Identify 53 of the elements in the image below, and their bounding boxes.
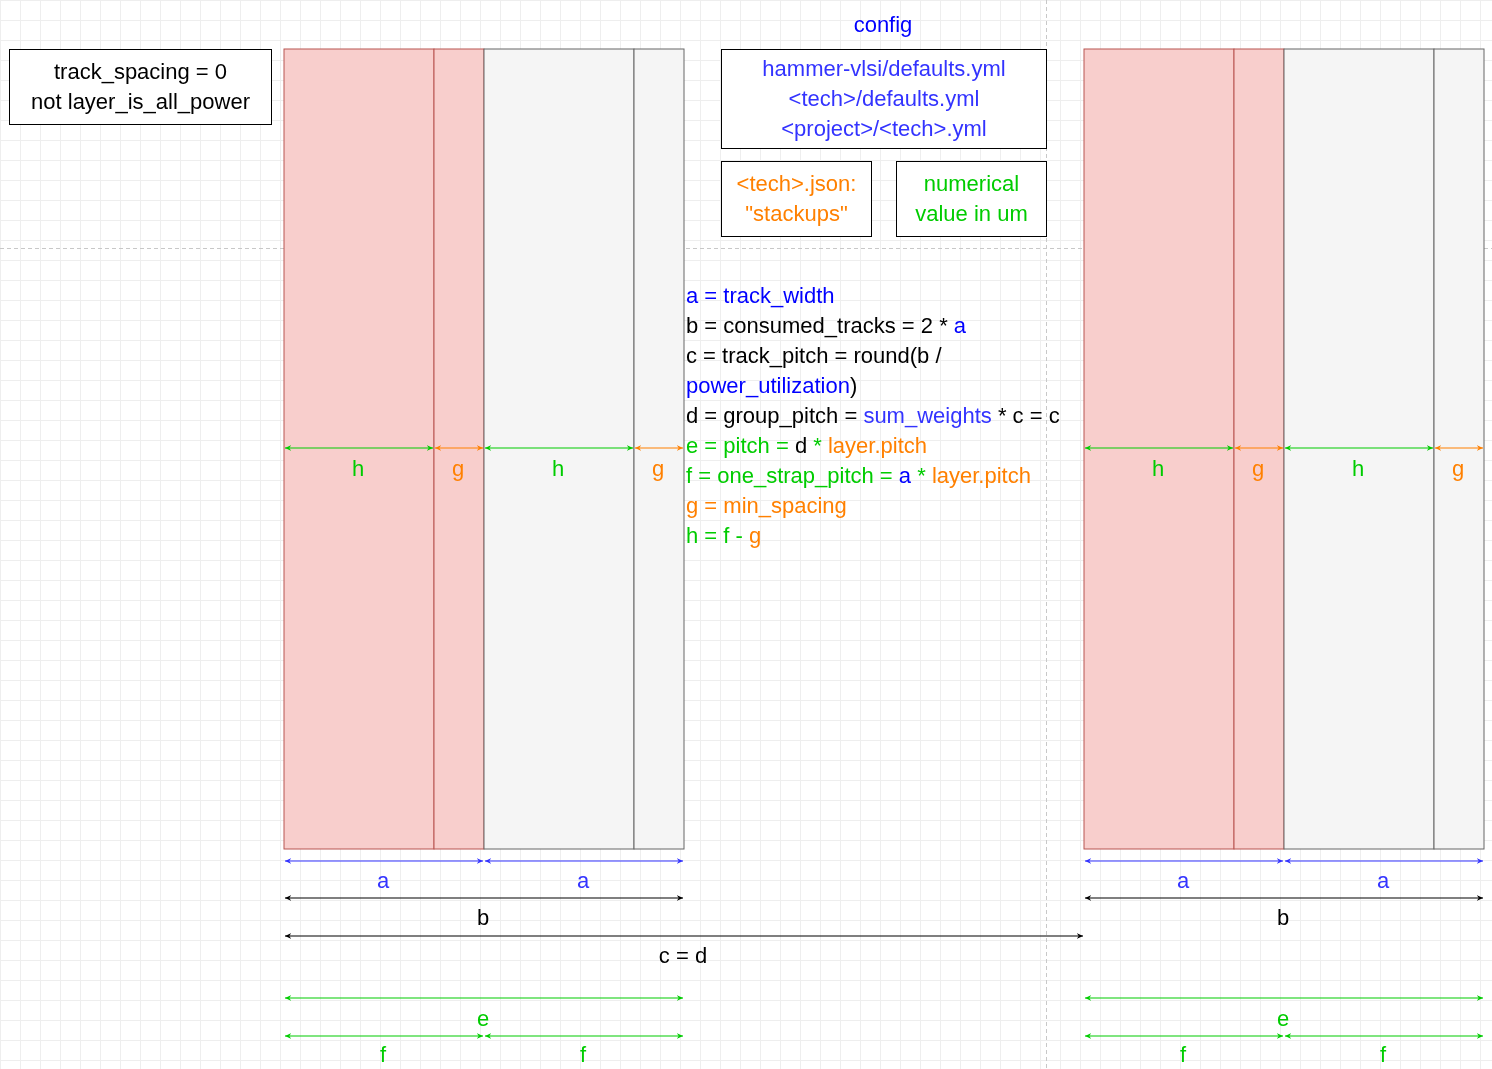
- config-source-box: [721, 49, 1047, 149]
- dimension-label: h: [551, 457, 565, 481]
- formula-text: power_utilization: [686, 373, 850, 398]
- dimension-label: a: [376, 869, 390, 893]
- formula-text: layer.pitch: [827, 433, 927, 458]
- formula-text: ): [849, 373, 858, 398]
- formula-text: b = consumed_tracks = 2 *: [686, 313, 948, 338]
- box-text: hammer-vlsi/defaults.yml: [762, 55, 1006, 83]
- dimension-label: h: [1151, 457, 1165, 481]
- box-text: <tech>.json: "stackups": [735, 170, 858, 228]
- box-text: <project>/<tech>.yml: [781, 115, 987, 143]
- formula-text: d = group_pitch =: [686, 403, 858, 428]
- box-text: not layer_is_all_power: [31, 88, 250, 116]
- dimension-label: e: [476, 1007, 490, 1031]
- formula-text: layer.pitch: [931, 463, 1031, 488]
- dimension-label: f: [579, 1043, 587, 1067]
- formula-text: f = one_strap_pitch =: [686, 463, 893, 488]
- box-text: track_spacing = 0: [53, 58, 227, 86]
- formula-text: a: [953, 313, 967, 338]
- dimension-label: f: [1179, 1043, 1187, 1067]
- dimension-label: g: [1451, 457, 1465, 481]
- dimension-label: b: [1276, 906, 1290, 930]
- box-text: <tech>/defaults.yml: [788, 85, 980, 113]
- box-text: numerical value in um: [914, 170, 1029, 228]
- formula-text: g = min_spacing: [686, 493, 847, 518]
- formula-text: d: [794, 433, 808, 458]
- dimension-label: f: [1379, 1043, 1387, 1067]
- formula-text: h = f -: [686, 523, 743, 548]
- dimension-label: f: [379, 1043, 387, 1067]
- formula-text: g: [749, 523, 762, 548]
- dimension-label: e: [1276, 1007, 1290, 1031]
- condition-box: [9, 49, 272, 125]
- dimension-label: b: [476, 906, 490, 930]
- formula-text: *: [917, 463, 926, 488]
- dimension-label: g: [1251, 457, 1265, 481]
- dimension-label: a: [1376, 869, 1390, 893]
- formula-text: c = track_pitch = round(b /: [686, 343, 942, 368]
- dimension-label: a: [576, 869, 590, 893]
- dimension-label: h: [1351, 457, 1365, 481]
- dimension-label: c = d: [658, 944, 708, 968]
- dimension-label: a: [1176, 869, 1190, 893]
- config-source-box: [896, 161, 1047, 237]
- formula-text: * c = c: [997, 403, 1060, 428]
- formula-text: sum_weights: [863, 403, 992, 428]
- dimension-label: g: [451, 457, 465, 481]
- dimension-label: h: [351, 457, 365, 481]
- formula-text: e = pitch =: [686, 433, 789, 458]
- dimension-label: g: [651, 457, 665, 481]
- formula-text: *: [813, 433, 822, 458]
- formula-text: a = track_width: [686, 283, 835, 308]
- formula-text: a: [898, 463, 912, 488]
- config-source-box: [721, 161, 872, 237]
- heading-text: config: [853, 13, 913, 37]
